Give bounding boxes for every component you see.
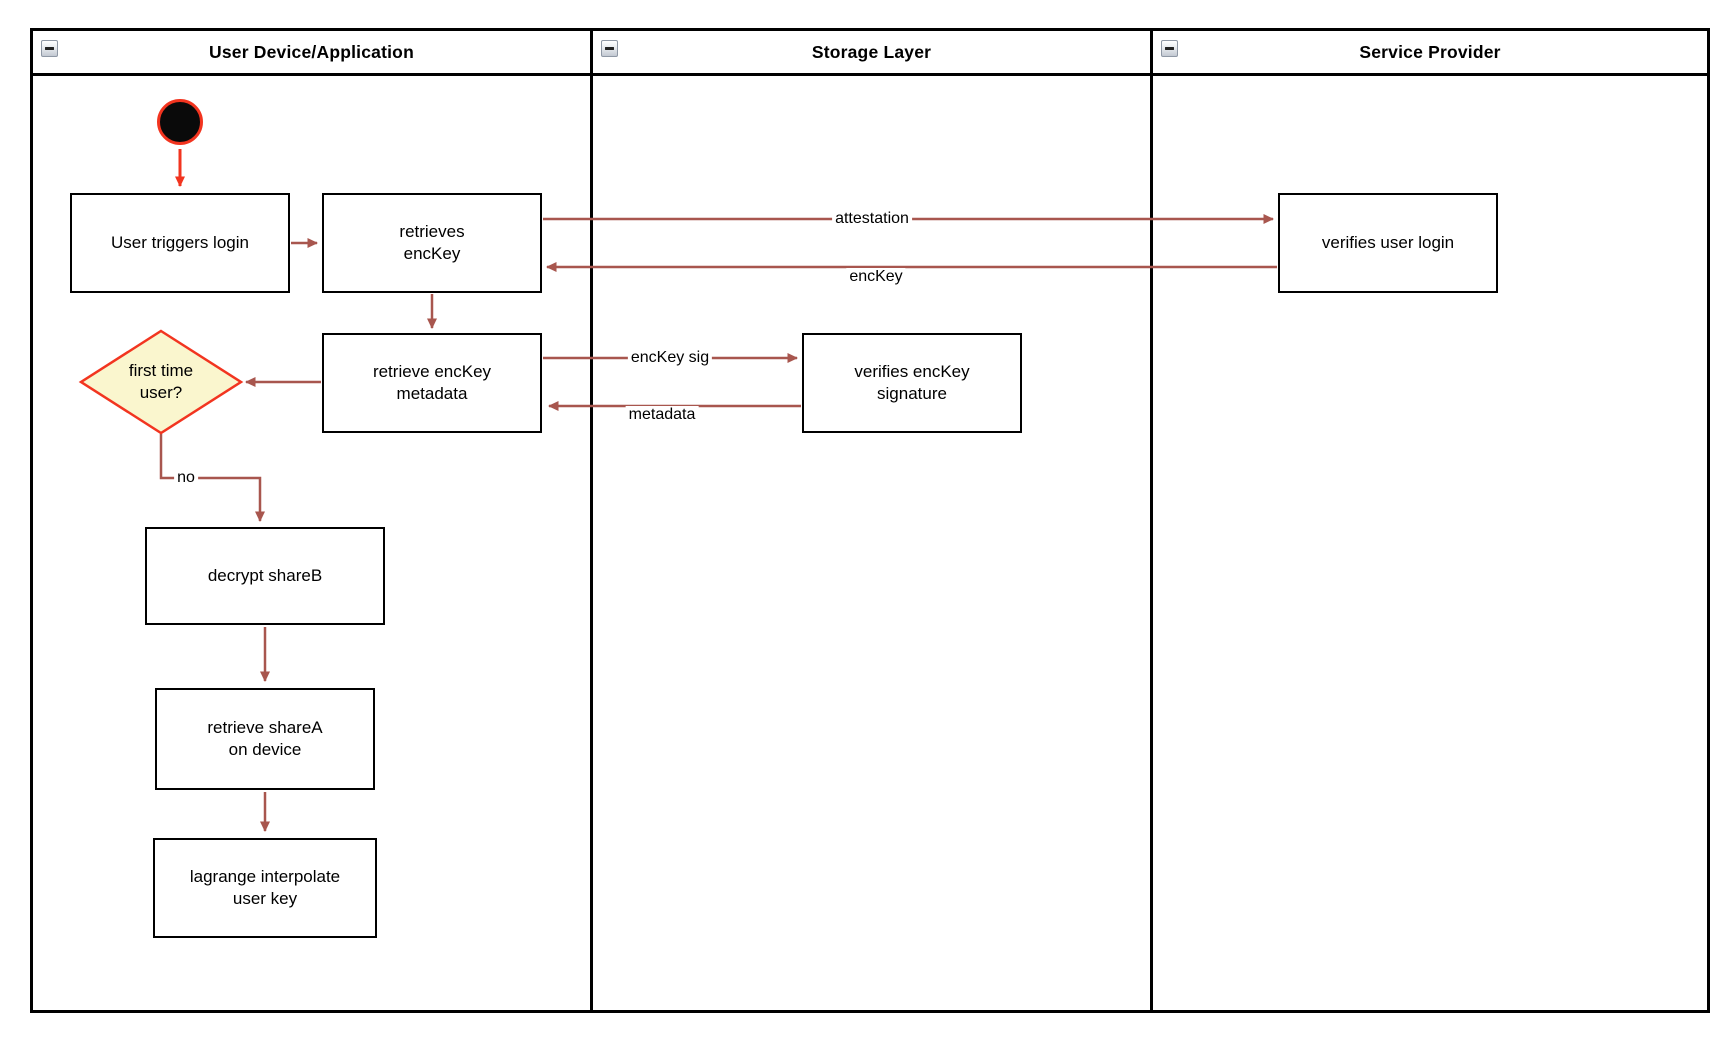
minus-icon	[605, 47, 614, 50]
node-user-triggers-login[interactable]: User triggers login	[70, 193, 290, 293]
lane-title: Service Provider	[1359, 41, 1501, 62]
edge-label-enckey-sig: encKey sig	[627, 349, 713, 367]
node-retrieves-enckey[interactable]: retrieves encKey	[322, 193, 542, 293]
lane-title: User Device/Application	[209, 41, 414, 62]
node-retrieve-sharea[interactable]: retrieve shareA on device	[155, 688, 375, 790]
node-retrieve-enckey-metadata[interactable]: retrieve encKey metadata	[322, 333, 542, 433]
node-decrypt-shareb[interactable]: decrypt shareB	[145, 527, 385, 625]
lane-divider	[1150, 31, 1153, 1010]
lane-title: Storage Layer	[811, 41, 932, 62]
decision-label: first time user?	[128, 360, 194, 402]
lane-divider	[590, 31, 593, 1010]
edge-label-metadata: metadata	[625, 406, 699, 424]
node-verifies-enckey-signature[interactable]: verifies encKey signature	[802, 333, 1022, 433]
collapse-lane-icon[interactable]	[41, 40, 58, 57]
node-verifies-user-login[interactable]: verifies user login	[1278, 193, 1498, 293]
edge-label-enckey: encKey	[846, 268, 906, 286]
collapse-lane-icon[interactable]	[1161, 40, 1178, 57]
lane-header-user-device: User Device/Application	[33, 31, 590, 73]
minus-icon	[1165, 47, 1174, 50]
edge-label-no: no	[174, 469, 198, 487]
minus-icon	[45, 47, 54, 50]
collapse-lane-icon[interactable]	[601, 40, 618, 57]
edge-label-attestation: attestation	[832, 210, 912, 228]
lane-header-divider	[33, 73, 1707, 76]
lane-header-storage-layer: Storage Layer	[593, 31, 1150, 73]
node-lagrange-interpolate[interactable]: lagrange interpolate user key	[153, 838, 377, 938]
lane-header-service-provider: Service Provider	[1153, 31, 1707, 73]
